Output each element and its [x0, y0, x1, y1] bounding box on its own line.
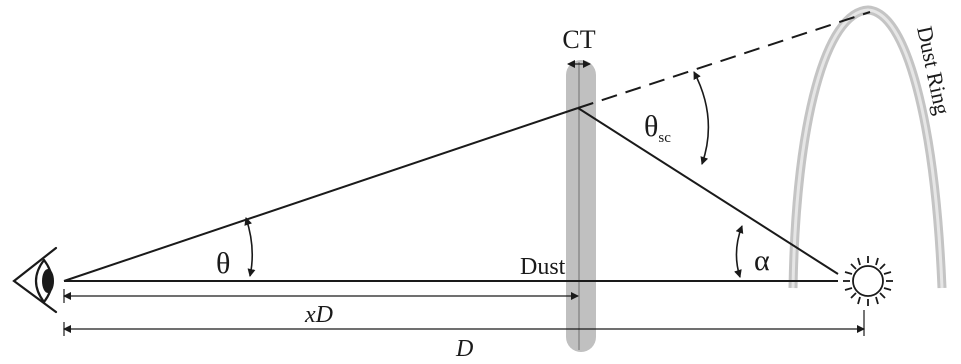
line-of-sight: [63, 107, 579, 282]
dust-layer-band: [566, 60, 596, 352]
theta-sc-main: θ: [644, 110, 658, 143]
theta-angle-arc: [244, 217, 256, 277]
d-dimension: [63, 310, 865, 336]
alpha-angle-arc: [734, 225, 744, 278]
dust-label: Dust: [520, 254, 566, 280]
theta-sc-angle-arc: [693, 71, 710, 165]
d-label: D: [455, 336, 473, 362]
ct-label: CT: [562, 25, 595, 54]
theta-label: θ: [216, 247, 230, 280]
dust-ring: [788, 5, 947, 289]
xd-dimension: [63, 289, 579, 303]
sun-icon: [843, 256, 893, 306]
xd-label: xD: [304, 302, 333, 328]
theta-sc-subscript: sc: [658, 130, 671, 146]
alpha-label: α: [754, 244, 770, 277]
scattered-ray: [577, 107, 839, 275]
eye-icon: [12, 246, 58, 314]
extension-dashed-line: [577, 11, 871, 109]
theta-sc-label: θsc: [644, 110, 671, 146]
